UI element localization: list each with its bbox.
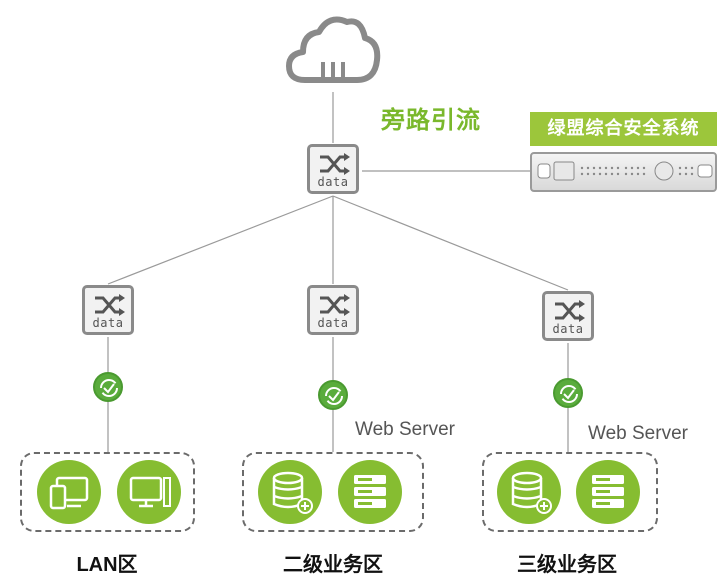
bypass-title: 旁路引流 (381, 106, 481, 134)
switch-label: data (92, 316, 124, 330)
desktop-icon (117, 460, 181, 524)
level3-switch: data (542, 291, 594, 341)
switch-icon (320, 153, 350, 175)
database-icon (258, 460, 322, 524)
switch-label: data (317, 316, 349, 330)
lan-switch: data (82, 285, 134, 335)
switch-label: data (552, 322, 584, 336)
switch-icon (555, 300, 585, 322)
switch-label: data (317, 175, 349, 189)
appliance-icon (530, 152, 717, 192)
cloud-icon (286, 16, 381, 83)
web-server-label-level2: Web Server (355, 419, 455, 440)
sync-icon (553, 378, 583, 408)
web-server-label-level3: Web Server (588, 423, 688, 444)
product-name-banner: 绿盟综合安全系统 (530, 112, 717, 146)
sync-icon (318, 380, 348, 410)
switch-icon (320, 294, 350, 316)
zone-label-level2: 二级业务区 (283, 554, 383, 576)
server-rack-icon (576, 460, 640, 524)
level2-switch: data (307, 285, 359, 335)
zone-label-lan: LAN区 (76, 554, 138, 576)
switch-icon (95, 294, 125, 316)
server-rack-icon (338, 460, 402, 524)
tablet-icon (37, 460, 101, 524)
database-icon (497, 460, 561, 524)
sync-icon (93, 372, 123, 402)
core-switch: data (307, 144, 359, 194)
zone-label-level3: 三级业务区 (517, 554, 617, 576)
